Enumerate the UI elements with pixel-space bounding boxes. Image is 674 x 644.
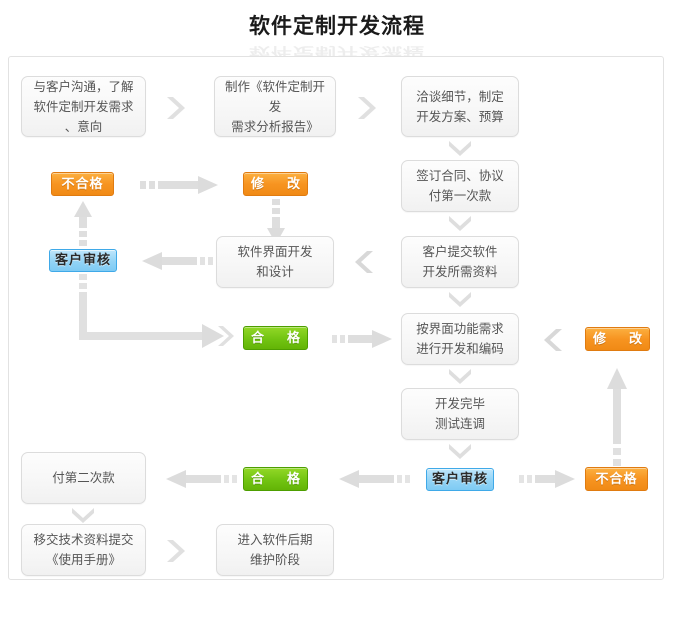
box-line: 付第一次款 bbox=[428, 188, 492, 203]
box-line: 制作《软件定制开发 bbox=[224, 78, 325, 114]
box-line: 移交技术资料提交 bbox=[33, 532, 134, 547]
process-box-second-payment: 付第二次款 bbox=[21, 452, 146, 504]
process-box-sign-contract: 签订合同、协议 付第一次款 bbox=[401, 160, 519, 212]
status-tag-pass-bottom: 合 格 bbox=[243, 467, 308, 491]
status-tag-review-bottom: 客户审核 bbox=[426, 468, 494, 491]
tag-label: 客户审核 bbox=[54, 253, 111, 268]
box-line: 客户提交软件 bbox=[422, 244, 498, 259]
status-tag-fail-bottom: 不合格 bbox=[585, 467, 648, 491]
arrow-up-dashed-icon bbox=[72, 200, 94, 246]
tag-label: 合 格 bbox=[250, 330, 305, 346]
chevron-right-icon bbox=[164, 538, 186, 564]
status-tag-fail-top: 不合格 bbox=[51, 172, 114, 196]
tag-label: 修 改 bbox=[250, 176, 305, 192]
box-line: 《使用手册》 bbox=[45, 552, 121, 567]
process-box-requirement-report: 制作《软件定制开发 需求分析报告》 bbox=[214, 76, 336, 137]
chevron-down-icon bbox=[447, 441, 473, 461]
box-line: 签订合同、协议 bbox=[416, 168, 504, 183]
box-line: 、意向 bbox=[64, 118, 103, 134]
arrow-up-dashed-icon bbox=[606, 366, 628, 466]
tag-label: 修 改 bbox=[592, 331, 647, 347]
chevron-down-icon bbox=[447, 213, 473, 233]
box-line: 维护阶段 bbox=[249, 552, 300, 567]
chevron-down-icon bbox=[447, 138, 473, 158]
chevron-left-icon bbox=[543, 327, 565, 353]
status-tag-modify-top: 修 改 bbox=[243, 172, 308, 196]
box-line: 和设计 bbox=[256, 264, 294, 279]
box-line: 按界面功能需求 bbox=[416, 321, 504, 336]
tag-label: 合 格 bbox=[250, 471, 305, 487]
box-line: 软件界面开发 bbox=[237, 244, 313, 259]
box-line: 开发方案、预算 bbox=[416, 108, 504, 124]
chevron-right-icon bbox=[164, 95, 186, 121]
chevron-right-icon bbox=[215, 324, 235, 348]
process-box-develop-coding: 按界面功能需求 进行开发和编码 bbox=[401, 313, 519, 365]
box-line: 洽谈细节，制定 bbox=[416, 88, 504, 104]
box-line: 开发完毕 bbox=[434, 396, 485, 411]
tag-label: 不合格 bbox=[595, 471, 638, 487]
arrow-right-dashed-icon bbox=[332, 328, 404, 350]
box-line: 进入软件后期 bbox=[237, 532, 313, 547]
arrow-right-dashed-icon bbox=[140, 174, 236, 196]
process-box-maintenance-phase: 进入软件后期 维护阶段 bbox=[216, 524, 334, 576]
box-line: 软件定制开发需求 bbox=[33, 98, 134, 114]
box-line: 需求分析报告》 bbox=[231, 118, 319, 134]
box-line: 与客户沟通，了解 bbox=[33, 78, 134, 94]
status-tag-review-left: 客户审核 bbox=[49, 249, 117, 272]
chevron-down-icon bbox=[447, 366, 473, 386]
process-box-negotiate-details: 洽谈细节，制定 开发方案、预算 bbox=[401, 76, 519, 137]
process-box-ui-design: 软件界面开发 和设计 bbox=[216, 236, 334, 288]
elbow-connector-icon bbox=[72, 274, 242, 348]
chevron-left-icon bbox=[354, 249, 376, 275]
process-box-handover-docs: 移交技术资料提交 《使用手册》 bbox=[21, 524, 146, 576]
arrow-left-dashed-icon bbox=[136, 250, 214, 272]
chevron-down-icon bbox=[70, 505, 96, 525]
status-tag-modify-right: 修 改 bbox=[585, 327, 650, 351]
chevron-right-icon bbox=[355, 95, 377, 121]
page-title: 软件定制开发流程 bbox=[249, 14, 425, 38]
arrow-left-dashed-icon bbox=[333, 468, 411, 490]
status-tag-pass-mid: 合 格 bbox=[243, 326, 308, 350]
chevron-down-icon bbox=[447, 289, 473, 309]
arrow-right-dashed-icon bbox=[519, 468, 589, 490]
box-line: 开发所需资料 bbox=[422, 264, 498, 279]
box-line: 付第二次款 bbox=[52, 470, 115, 485]
box-line: 进行开发和编码 bbox=[416, 341, 504, 356]
box-line: 测试连调 bbox=[434, 416, 485, 431]
process-box-communicate-client: 与客户沟通，了解 软件定制开发需求 、意向 bbox=[21, 76, 146, 137]
process-box-testing: 开发完毕 测试连调 bbox=[401, 388, 519, 440]
tag-label: 不合格 bbox=[61, 176, 104, 192]
tag-label: 客户审核 bbox=[431, 472, 488, 487]
arrow-left-dashed-icon bbox=[160, 468, 238, 490]
process-box-client-submit-materials: 客户提交软件 开发所需资料 bbox=[401, 236, 519, 288]
